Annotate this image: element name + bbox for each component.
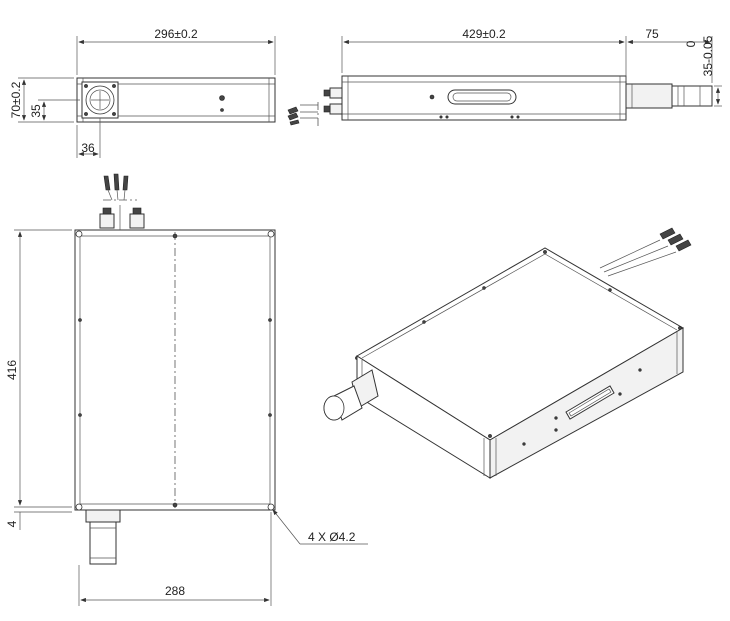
dim-side-length: 429±0.2 [462,27,506,41]
front-view: 296±0.2 70±0.2 35 36 [9,27,276,158]
dim-plan-offset: 4 [5,520,19,527]
dim-connector-height: 35 [29,104,43,118]
side-view: 429±0.2 75 0 35-0.05 [287,27,722,128]
dim-side-tol-bottom: 35-0.05 [701,35,715,76]
dim-plan-height: 416 [5,360,19,380]
dim-side-tail: 75 [645,27,659,41]
handle-slot [447,89,517,105]
plan-view: 416 4 288 4 X Ø4.2 [5,173,368,606]
plan-output-head [85,509,121,565]
output-head [625,83,713,109]
dim-top-height: 70±0.2 [9,81,23,118]
iso-output-head [323,369,379,421]
plan-connectors [99,173,145,230]
iso-cables [599,227,692,277]
dim-top-width: 296±0.2 [154,27,198,41]
screw-icon [219,95,225,101]
iso-handle-slot [565,385,615,420]
connector-flange [81,81,119,119]
cable-connectors [287,87,343,128]
dim-plan-width: 288 [165,584,185,598]
dim-side-tol-top: 0 [684,40,698,47]
dim-connector-offset: 36 [81,141,95,155]
isometric-view [323,227,692,479]
dim-mount-holes: 4 X Ø4.2 [308,530,356,544]
